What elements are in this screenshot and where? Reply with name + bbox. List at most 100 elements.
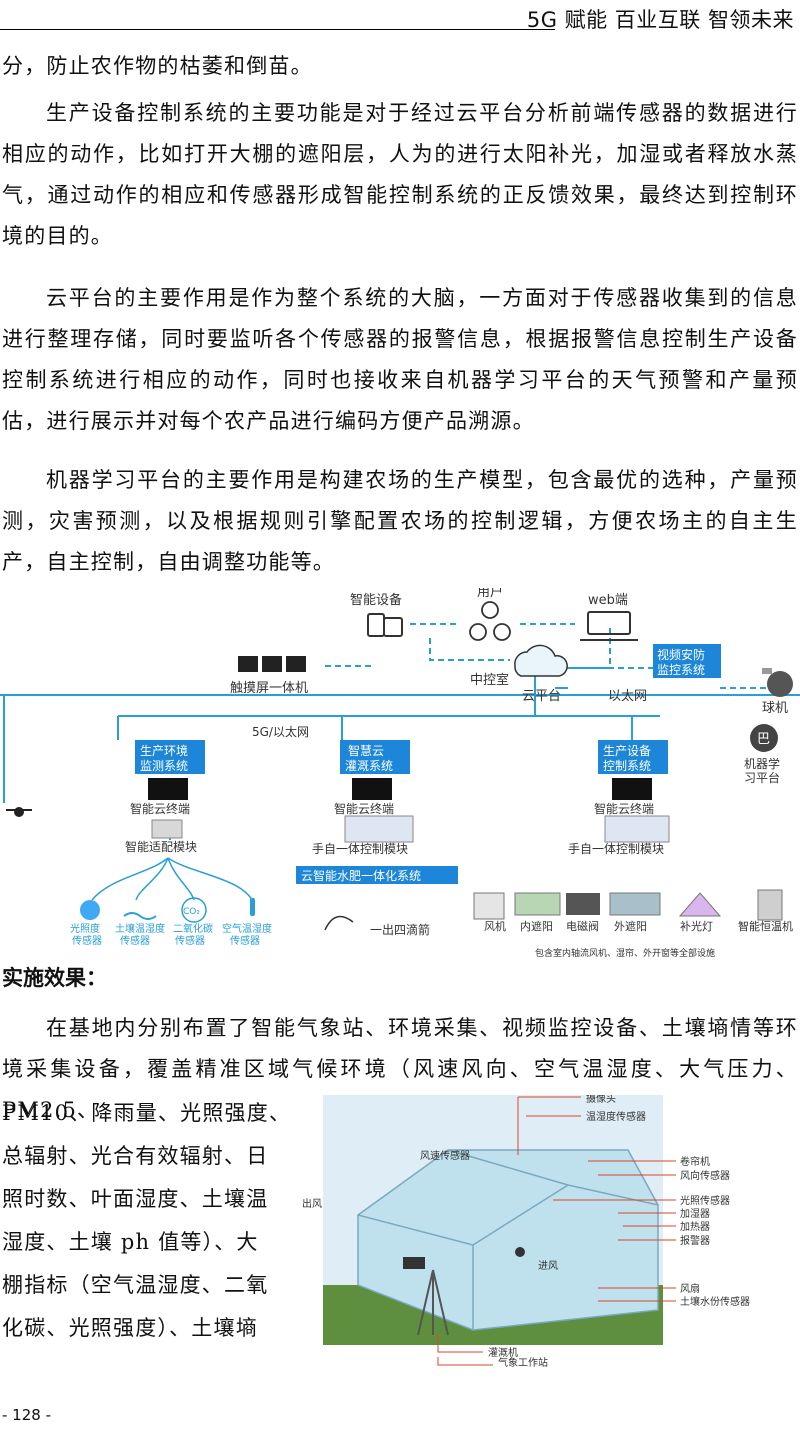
effects-line-5: 棚指标（空气温湿度、二氧 — [2, 1273, 269, 1297]
outer-shade-icon — [609, 892, 661, 916]
device-grow-light-label: 补光灯 — [680, 919, 713, 933]
control-module-label-2: 手自一体控制模块 — [568, 842, 664, 856]
wind-sensor-label: 风速传感器 — [420, 1149, 470, 1162]
irrigation-line2: 灌溉系统 — [345, 759, 393, 773]
paragraph-1: 分，防止农作物的枯萎和倒苗。 — [2, 54, 313, 78]
network-label: 5G/以太网 — [252, 724, 309, 739]
user-label: 用户 — [477, 588, 503, 600]
device-thermostat-label: 智能恒温机 — [738, 919, 793, 933]
effects-line-3: 照时数、叶面湿度、土壤温 — [2, 1187, 269, 1211]
smart-device-label: 智能设备 — [350, 592, 402, 608]
gh-label-wind-direction: 风向传感器 — [680, 1169, 730, 1182]
gh-label-soil-moisture: 土壤水份传感器 — [680, 1295, 750, 1308]
soil-moisture-icon — [123, 912, 157, 920]
sensor-air-1: 空气温湿度 — [222, 922, 272, 935]
dome-camera-label: 球机 — [762, 701, 788, 716]
sensor-air-2: 传感器 — [230, 934, 260, 947]
thermostat-icon — [757, 889, 783, 921]
effects-heading: 实施效果： — [2, 966, 107, 990]
effects-line-1: PM10、降雨量、光照强度、 — [2, 1101, 292, 1125]
gh-label-heater: 加热器 — [680, 1220, 710, 1233]
video-security-line1: 视频安防 — [657, 647, 705, 662]
inner-shade-icon — [514, 892, 561, 916]
greenhouse-illustration: 风速传感器 出风 进风 摄像头 温湿度传感器 卷帘机 风向传感器 光照传感器 加… — [302, 1095, 750, 1367]
co2-icon — [181, 897, 207, 923]
cloud-icon — [514, 644, 568, 677]
smart-device-icon — [367, 613, 403, 637]
gh-label-irrigation: 灌溉机 — [488, 1346, 518, 1359]
ethernet-label: 以太网 — [608, 689, 647, 704]
adapter-label: 智能适配模块 — [125, 839, 197, 854]
terminal-device-3 — [612, 778, 652, 800]
paragraph-4: 机器学习平台的主要作用是构建农场的生产模型，包含最优的选种，产量预测，灾害预测，… — [2, 468, 798, 574]
video-security-line2: 监控系统 — [657, 663, 705, 677]
ml-platform-line1: 机器学 — [744, 756, 780, 771]
sensor-co2-2: 传感器 — [175, 934, 205, 947]
water-fertilizer-label: 云智能水肥一体化系统 — [301, 868, 421, 883]
irrigation-box: 智慧云 灌溉系统 — [340, 740, 410, 774]
env-monitor-line1: 生产环境 — [140, 743, 188, 758]
device-fan-label: 风机 — [484, 919, 506, 933]
video-security-box: 视频安防 监控系统 — [653, 644, 721, 678]
effects-intro: 在基地内分别布置了智能气象站、环境采集、视频监控设备、土壤墒情等环境采集设备，覆… — [2, 1016, 798, 1122]
control-module-label-1: 手自一体控制模块 — [312, 842, 408, 856]
gh-label-alarm: 报警器 — [680, 1234, 710, 1247]
env-monitor-box: 生产环境 监测系统 — [135, 740, 205, 774]
sensor-soil-2: 传感器 — [120, 934, 150, 947]
fan-marker — [515, 1247, 525, 1257]
ml-platform-line2: 习平台 — [744, 770, 780, 785]
gh-label-humidifier: 加湿器 — [680, 1208, 710, 1220]
system-architecture-diagram: 智能设备 用户 web端 触摸屏一体机 中控室 云平台 视频安防 监控系统 以太… — [0, 588, 800, 959]
cloud-platform-label: 云平台 — [522, 689, 561, 704]
gh-label-camera: 摄像头 — [586, 1095, 616, 1105]
laptop-icon — [580, 611, 638, 641]
cloud-terminal-label-1: 智能云终端 — [130, 801, 190, 816]
env-monitor-line2: 监测系统 — [140, 759, 188, 773]
drone-icon — [6, 807, 32, 817]
sensor-light-1: 光照度 — [70, 922, 100, 935]
device-control-line1: 生产设备 — [603, 744, 651, 758]
paragraph-2: 生产设备控制系统的主要功能是对于经过云平台分析前端传感器的数据进行相应的动作，比… — [2, 101, 798, 248]
drip-tube-icon — [324, 915, 354, 931]
terminal-device-2 — [352, 778, 392, 800]
dripper-label: 一出四滴箭 — [370, 922, 430, 937]
effects-line-4: 湿度、土壤 ph 值等）、大 — [2, 1230, 259, 1254]
users-icon — [469, 601, 511, 641]
water-fertilizer-box: 云智能水肥一体化系统 — [296, 866, 458, 884]
device-note: 包含室内轴流风机、湿帘、外开窗等全部设施 — [535, 947, 715, 959]
gh-label-roller: 卷帘机 — [680, 1155, 710, 1168]
gh-label-weather-station: 气象工作站 — [498, 1356, 548, 1367]
sensor-soil-1: 土壤温湿度 — [115, 922, 165, 935]
effects-line-6: 化碳、光照强度）、土壤墒 — [2, 1316, 258, 1340]
thermometer-icon — [250, 898, 255, 916]
control-module-icon-2 — [604, 815, 670, 843]
air-in-label: 进风 — [538, 1260, 558, 1272]
cloud-terminal-label-3: 智能云终端 — [594, 801, 654, 816]
sensor-co2-1: 二氧化碳 — [173, 922, 213, 935]
device-control-line2: 控制系统 — [603, 759, 651, 773]
ml-platform-icon: 巴 — [750, 724, 778, 752]
device-valve-label: 电磁阀 — [566, 919, 599, 933]
gh-label-temp-humidity: 温湿度传感器 — [586, 1110, 646, 1123]
solenoid-valve-icon — [566, 893, 600, 915]
device-control-box: 生产设备 控制系统 — [598, 740, 668, 774]
fan-icon — [473, 892, 505, 920]
air-out-label: 出风 — [302, 1197, 322, 1210]
sun-icon — [80, 900, 100, 920]
irrigation-line1: 智慧云 — [348, 743, 384, 758]
dome-camera-icon — [762, 668, 793, 697]
device-inner-shade-label: 内遮阳 — [520, 919, 553, 933]
running-header: 5G 赋能 百业互联 智领未来 — [526, 8, 794, 32]
page-number: - 128 - — [2, 1406, 51, 1424]
gh-label-fan: 风扇 — [680, 1282, 700, 1295]
co2-symbol: CO₂ — [183, 907, 200, 917]
sensor-light-2: 传感器 — [72, 934, 102, 947]
control-room-label: 中控室 — [470, 672, 509, 688]
solar-panel-icon — [403, 1257, 425, 1269]
paragraph-3: 云平台的主要作用是作为整个系统的大脑，一方面对于传感器收集到的信息进行整理存储，… — [2, 286, 798, 433]
touchscreen-icon — [238, 656, 306, 672]
svg-text:巴: 巴 — [757, 732, 770, 747]
adapter-module-icon — [151, 819, 183, 839]
grow-light-icon — [678, 892, 722, 917]
weather-station-tripod — [417, 1269, 449, 1336]
